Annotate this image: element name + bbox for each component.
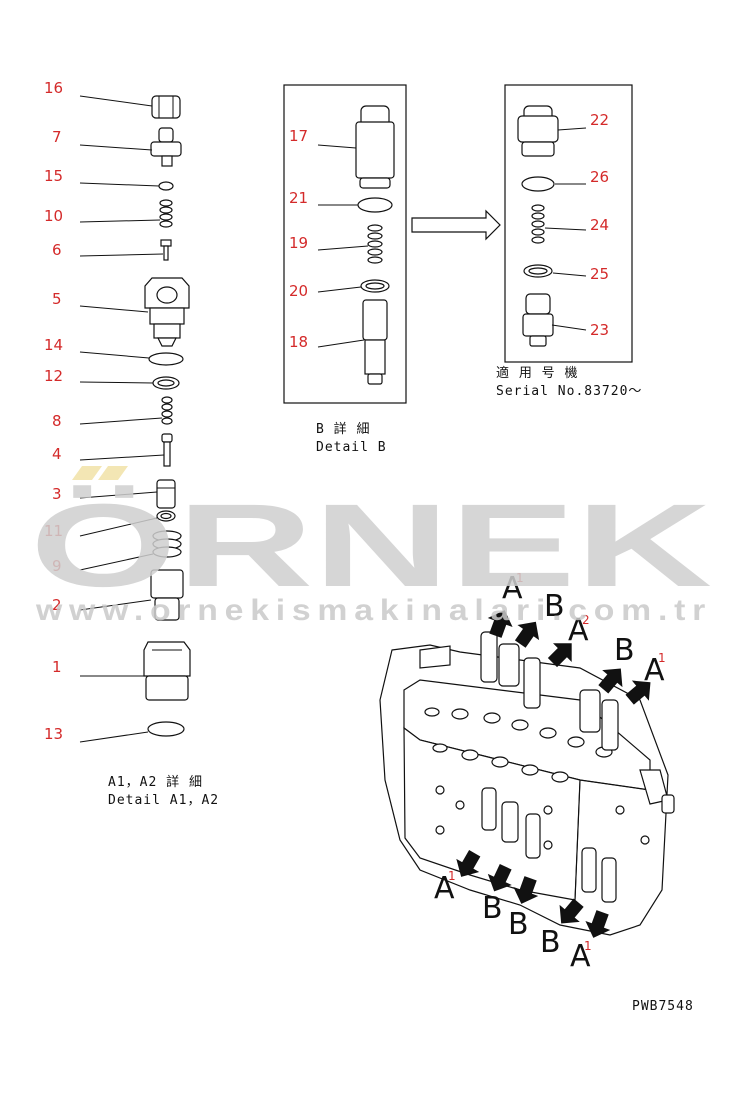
detail-a-parts: [143, 95, 191, 737]
marker-b-right: B: [614, 633, 635, 668]
part-2-piston: [150, 569, 184, 621]
marker-a-right-sup: 1: [658, 651, 666, 665]
callout-16: 16: [44, 79, 63, 97]
part-18-spool: [362, 299, 388, 385]
marker-a-bottom-sup: 1: [448, 869, 456, 883]
part-8-spring: [161, 396, 173, 425]
part-25-backup-ring: [523, 264, 553, 278]
detail-b-caption-jp: B 詳 細: [316, 421, 370, 437]
part-7-adjust-screw: [150, 127, 182, 167]
watermark: ÖRNEK www.ornekismakinalari.com.tr: [30, 466, 712, 627]
callout-6: 6: [52, 241, 62, 259]
part-14-o-ring: [148, 352, 184, 366]
callout-3: 3: [52, 485, 62, 503]
callout-24: 24: [590, 216, 609, 234]
callout-23: 23: [590, 321, 609, 339]
callout-14: 14: [44, 336, 63, 354]
part-9-spring: [152, 530, 182, 558]
marker-a-top: A: [502, 571, 523, 606]
marker-a-top-2: A: [568, 613, 589, 648]
detail-a-caption-jp: A1，A2 詳 細: [108, 774, 203, 790]
part-15-o-ring: [158, 181, 174, 191]
marker-a-bottom-2-sup: 1: [584, 939, 592, 953]
callout-13: 13: [44, 725, 63, 743]
callout-1: 1: [52, 658, 62, 676]
indicator-arrows: [456, 610, 651, 938]
callout-7: 7: [52, 128, 62, 146]
callout-2: 2: [52, 596, 62, 614]
detail-a-leaders: [79, 95, 165, 743]
part-13-o-ring: [147, 721, 185, 737]
part-24-spring: [531, 204, 545, 244]
part-10-spring: [159, 199, 173, 228]
part-12-backup-ring: [152, 376, 180, 390]
part-3-sleeve: [156, 479, 176, 509]
watermark-accent-icon: [72, 466, 128, 480]
callout-12: 12: [44, 367, 63, 385]
part-4-pin: [161, 433, 173, 467]
detail-b-caption-en: Detail B: [316, 440, 387, 455]
callout-11: 11: [44, 522, 63, 540]
hollow-arrow: [411, 209, 501, 241]
part-6-poppet: [160, 239, 172, 261]
part-16-cap-nut: [151, 95, 181, 119]
marker-a-bottom: A: [434, 871, 455, 906]
part-1-main-body: [143, 641, 191, 701]
part-17-plug: [355, 105, 395, 189]
marker-a-top-2-sup: 2: [582, 613, 590, 627]
drawing-number: PWB7548: [632, 999, 694, 1014]
detail-a-caption-en: Detail A1，A2: [108, 793, 219, 808]
part-21-o-ring: [357, 197, 393, 213]
serial-detail-frame: 22 26 24 25 23: [504, 84, 633, 363]
part-26-o-ring: [521, 176, 555, 192]
callout-9: 9: [52, 557, 62, 575]
watermark-url: www.ornekismakinalari.com.tr: [35, 594, 712, 627]
callout-17: 17: [289, 127, 308, 145]
callout-4: 4: [52, 445, 62, 463]
detail-a-callouts: 16 7 15 10 6 5 14 12 8 4 3 11 9 2 1 13: [44, 79, 63, 743]
callout-20: 20: [289, 282, 308, 300]
part-19-spring: [367, 224, 383, 264]
marker-b-top: B: [544, 589, 565, 624]
control-valve-assembly: A 1 B A 2 B A 1 A 1 B B B A 1: [379, 571, 675, 974]
callout-26: 26: [590, 168, 609, 186]
part-23-piston: [522, 293, 554, 347]
callout-5: 5: [52, 290, 62, 308]
detail-b-frame: 17 21 19 20 18: [283, 84, 407, 404]
callout-8: 8: [52, 412, 62, 430]
callout-10: 10: [44, 207, 63, 225]
part-11-ring: [156, 510, 176, 522]
callout-25: 25: [590, 265, 609, 283]
valve-cartridges: [480, 631, 619, 903]
callout-19: 19: [289, 234, 308, 252]
callout-22: 22: [590, 111, 609, 129]
watermark-brand: ÖRNEK: [30, 480, 712, 612]
marker-b-bottom-2: B: [508, 907, 529, 942]
part-5-valve-body: [144, 277, 190, 347]
marker-a-right: A: [644, 653, 665, 688]
marker-b-bottom-3: B: [540, 925, 561, 960]
marker-a-top-sup: 1: [516, 571, 524, 585]
part-20-backup-ring: [360, 279, 390, 293]
marker-b-bottom-1: B: [482, 891, 503, 926]
marker-a-bottom-2: A: [570, 939, 591, 974]
serial-caption-en: Serial No.83720～: [496, 384, 642, 399]
callout-18: 18: [289, 333, 308, 351]
callout-21: 21: [289, 189, 308, 207]
part-22-plug: [517, 105, 559, 157]
serial-caption-jp: 適 用 号 機: [496, 365, 578, 381]
callout-15: 15: [44, 167, 63, 185]
